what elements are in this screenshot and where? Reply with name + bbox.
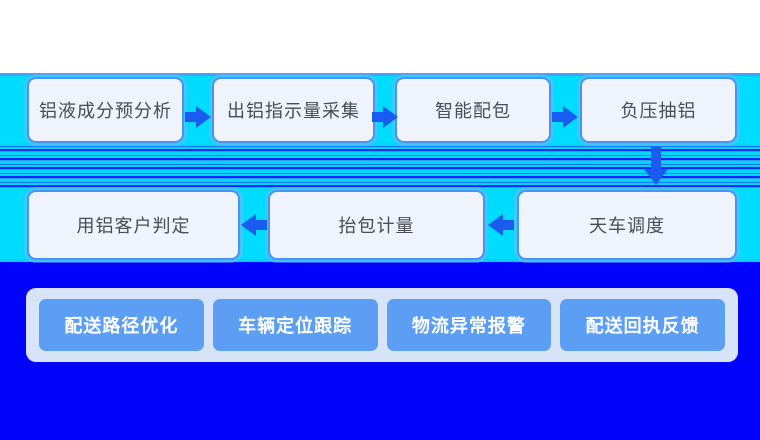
node-label: 智能配包: [435, 101, 511, 121]
arrow-right-icon: [372, 105, 398, 129]
button-label: 配送路径优化: [64, 316, 179, 336]
node-smart-ladle-matching: 智能配包: [395, 77, 551, 143]
button-delivery-receipt-feedback: 配送回执反馈: [560, 299, 725, 351]
arrow-right-icon: [185, 105, 211, 129]
button-label: 物流异常报警: [411, 316, 526, 336]
logistics-function-tray: 配送路径优化 车辆定位跟踪 物流异常报警 配送回执反馈: [26, 288, 738, 362]
node-label: 出铝指示量采集: [227, 101, 360, 121]
button-logistics-anomaly-alarm: 物流异常报警: [386, 299, 552, 351]
button-delivery-route-optimization: 配送路径优化: [39, 299, 204, 351]
arrow-down-icon: [644, 147, 668, 185]
node-label: 抬包计量: [338, 216, 415, 236]
node-label: 负压抽铝: [620, 101, 697, 121]
node-aluminum-customer-determination: 用铝客户判定: [27, 190, 240, 260]
button-label: 配送回执反馈: [585, 316, 700, 336]
node-aluminum-composition-preanalysis: 铝液成分预分析: [27, 77, 184, 143]
node-vacuum-aluminum-extraction: 负压抽铝: [580, 77, 737, 143]
node-crane-scheduling: 天车调度: [517, 190, 737, 260]
node-label: 天车调度: [589, 216, 665, 236]
arrow-right-icon: [552, 105, 578, 129]
arrow-left-icon: [241, 213, 267, 237]
button-label: 车辆定位跟踪: [238, 316, 353, 336]
arrow-left-icon: [488, 213, 514, 237]
node-label: 铝液成分预分析: [39, 101, 172, 121]
node-label: 用铝客户判定: [76, 216, 191, 236]
node-tapping-indicator-collection: 出铝指示量采集: [212, 77, 375, 143]
button-vehicle-positioning-tracking: 车辆定位跟踪: [212, 299, 378, 351]
glitch-stripe-band: [0, 143, 760, 190]
node-ladle-metering: 抬包计量: [268, 190, 485, 260]
